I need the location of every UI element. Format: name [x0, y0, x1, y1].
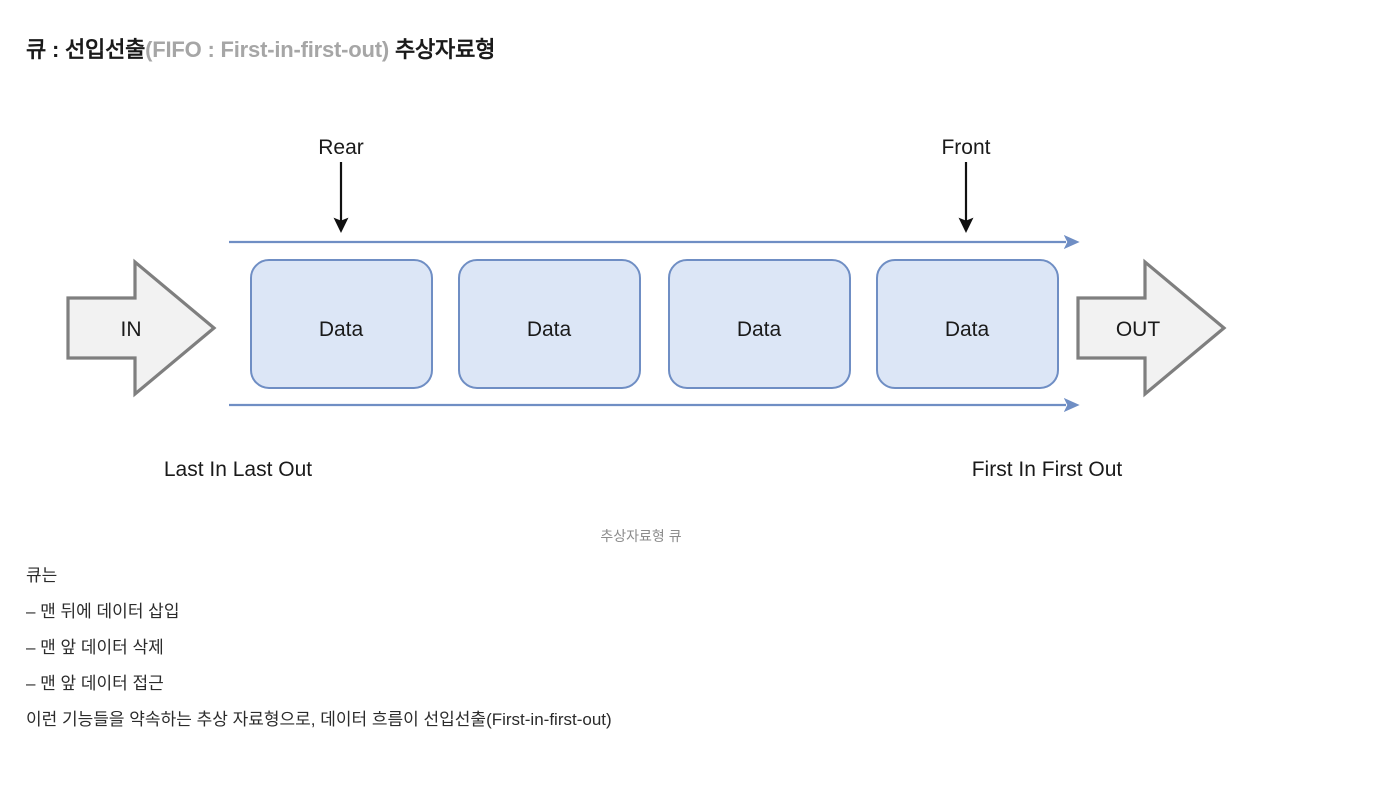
body-line: 이런 기능들을 약속하는 추상 자료형으로, 데이터 흐름이 선입선출(Firs… [26, 709, 612, 729]
first-in-first-out-label: First In First Out [972, 458, 1123, 481]
body-line: – 맨 앞 데이터 접근 [26, 673, 164, 693]
queue-data-box-label: Data [319, 318, 364, 341]
rear-label: Rear [318, 136, 364, 159]
body-line: – 맨 앞 데이터 삭제 [26, 637, 164, 657]
queue-data-box[interactable]: Data [668, 259, 851, 389]
queue-data-box[interactable]: Data [250, 259, 433, 389]
body-line: – 맨 뒤에 데이터 삽입 [26, 601, 180, 621]
in-label: IN [121, 318, 142, 341]
page-title-main-before: 큐 : 선입선출 [26, 36, 146, 62]
out-label: OUT [1116, 318, 1161, 341]
body-text: 큐는 – 맨 뒤에 데이터 삽입 – 맨 앞 데이터 삭제 – 맨 앞 데이터 … [26, 565, 1346, 732]
queue-data-box-label: Data [737, 318, 782, 341]
last-in-last-out-label: Last In Last Out [164, 458, 312, 481]
figure-caption: 추상자료형 큐 [600, 528, 682, 544]
queue-data-box[interactable]: Data [458, 259, 641, 389]
queue-data-box-label: Data [945, 318, 990, 341]
in-block-arrow: IN [66, 258, 217, 398]
page-title-main-after: 추상자료형 [389, 36, 496, 62]
page-title-subtitle: (FIFO : First-in-first-out) [145, 36, 390, 62]
queue-data-box[interactable]: Data [876, 259, 1059, 389]
body-line: 큐는 [26, 566, 58, 585]
out-block-arrow: OUT [1076, 258, 1227, 398]
front-label: Front [941, 136, 990, 159]
queue-diagram: Rear Front IN OUT Data Data Da [0, 110, 1390, 510]
queue-data-box-label: Data [527, 318, 572, 341]
page-title: 큐 : 선입선출(FIFO : First-in-first-out) 추상자료… [26, 36, 495, 65]
